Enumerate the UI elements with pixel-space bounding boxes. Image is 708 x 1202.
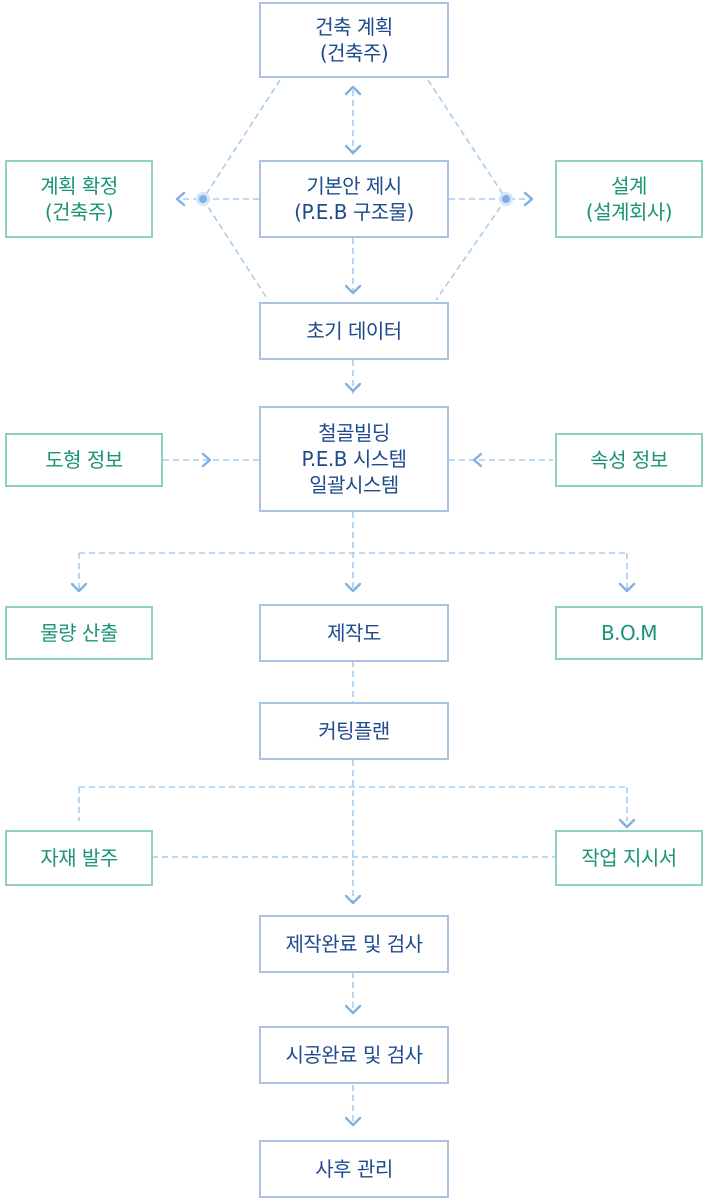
- node-plan-confirm: 계획 확정 (건축주): [5, 160, 153, 238]
- node-attribute-info-label: 속성 정보: [590, 448, 668, 472]
- node-shop-drawing-label: 제작도: [327, 621, 381, 645]
- node-construction-complete: 시공완료 및 검사: [259, 1026, 449, 1084]
- node-architecture-plan: 건축 계획 (건축주): [259, 2, 449, 78]
- arrow-left-to-confirm: [175, 191, 186, 207]
- junction-dot-left-core: [199, 195, 207, 203]
- node-work-order-label: 작업 지시서: [581, 846, 677, 870]
- node-aftercare: 사후 관리: [259, 1140, 449, 1198]
- node-shape-info-label: 도형 정보: [45, 448, 123, 472]
- arrow-down-to-initial: [344, 284, 362, 295]
- node-peb-system: 철골빌딩 P.E.B 시스템 일괄시스템: [259, 406, 449, 512]
- node-basic-proposal: 기본안 제시 (P.E.B 구조물): [259, 160, 449, 238]
- arrow-right-to-design: [523, 191, 534, 207]
- node-work-order: 작업 지시서: [555, 830, 703, 886]
- arrow-down-to-bom: [618, 582, 636, 593]
- arrow-down-to-after: [344, 1116, 362, 1127]
- node-design-line2: (설계회사): [585, 200, 673, 224]
- node-peb-system-line1: 철골빌딩: [318, 421, 390, 445]
- node-cutting-plan-label: 커팅플랜: [318, 719, 390, 743]
- node-peb-system-line2: P.E.B 시스템: [301, 447, 407, 471]
- node-quantity-calc-label: 물량 산출: [40, 621, 118, 645]
- node-plan-confirm-line1: 계획 확정: [40, 174, 118, 198]
- arrow-down-to-const-done: [344, 1004, 362, 1015]
- node-design-line1: 설계: [611, 174, 647, 198]
- node-peb-system-line3: 일괄시스템: [309, 473, 399, 497]
- node-fabrication-complete: 제작완료 및 검사: [259, 915, 449, 973]
- node-architecture-plan-line2: (건축주): [319, 41, 389, 65]
- node-bom-label: B.O.M: [600, 621, 658, 645]
- node-construction-complete-label: 시공완료 및 검사: [285, 1043, 423, 1067]
- node-quantity-calc: 물량 산출: [5, 606, 153, 660]
- connector-plan-to-confirm: [202, 79, 281, 200]
- node-shape-info: 도형 정보: [5, 433, 163, 487]
- node-initial-data: 초기 데이터: [259, 302, 449, 360]
- node-attribute-info: 속성 정보: [555, 433, 703, 487]
- connector-plan-to-design: [427, 79, 507, 200]
- arrow-down-to-basic: [344, 144, 362, 155]
- node-cutting-plan: 커팅플랜: [259, 702, 449, 760]
- node-basic-proposal-line2: (P.E.B 구조물): [294, 200, 414, 224]
- arrow-down-to-system: [344, 382, 362, 393]
- node-fabrication-complete-label: 제작완료 및 검사: [285, 932, 423, 956]
- arrow-down-to-drawing: [344, 582, 362, 593]
- arrow-down-to-fab-done: [344, 894, 362, 905]
- node-initial-data-label: 초기 데이터: [306, 319, 402, 343]
- node-material-order: 자재 발주: [5, 830, 153, 886]
- node-architecture-plan-line1: 건축 계획: [315, 15, 393, 39]
- node-material-order-label: 자재 발주: [40, 846, 118, 870]
- node-shop-drawing: 제작도: [259, 604, 449, 662]
- arrow-left-from-attr: [472, 452, 483, 468]
- node-bom: B.O.M: [555, 606, 703, 660]
- junction-dot-right-core: [502, 195, 510, 203]
- arrow-down-to-quantity: [70, 582, 88, 593]
- arrow-down-to-work: [618, 818, 636, 829]
- node-basic-proposal-line1: 기본안 제시: [306, 174, 402, 198]
- node-aftercare-label: 사후 관리: [315, 1157, 393, 1181]
- connector-design-to-initial: [435, 198, 507, 301]
- arrow-right-from-shape: [201, 452, 212, 468]
- arrow-up-to-plan: [344, 85, 362, 96]
- node-plan-confirm-line2: (건축주): [44, 200, 114, 224]
- connector-confirm-to-initial: [202, 198, 269, 301]
- node-design: 설계 (설계회사): [555, 160, 703, 238]
